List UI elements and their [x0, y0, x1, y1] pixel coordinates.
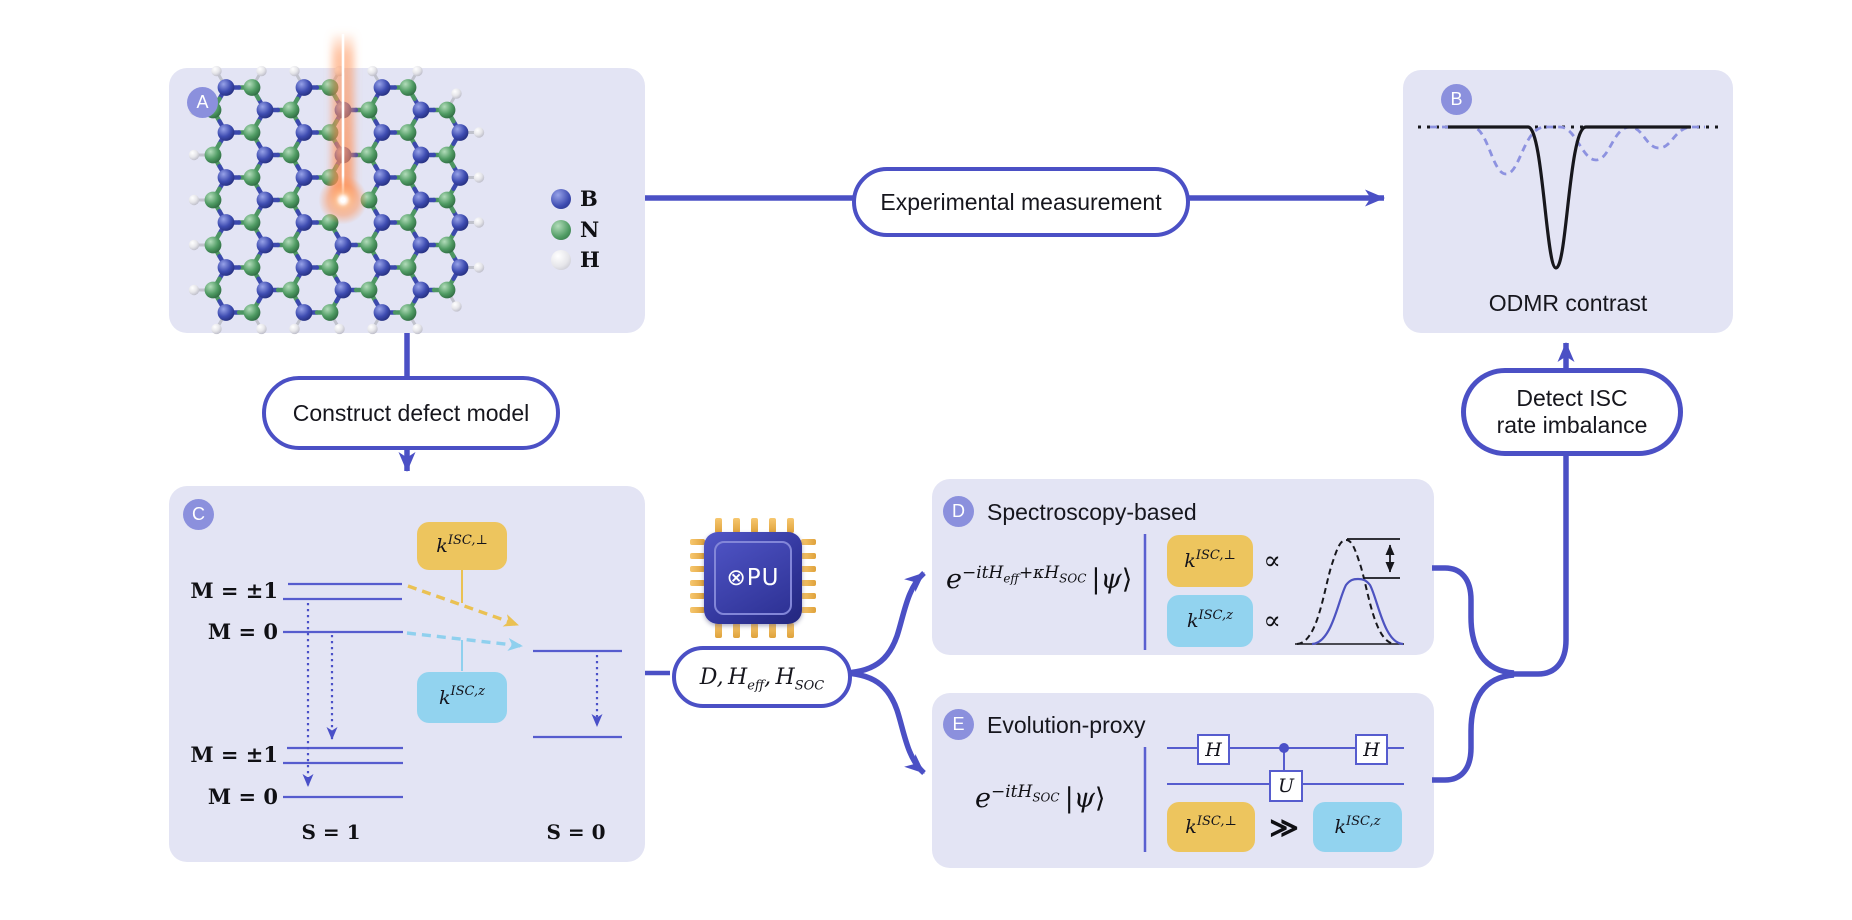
- qpu-label: ⊗PU: [726, 565, 780, 591]
- qpu-pin: [801, 552, 816, 559]
- level-label-ground-m-pm1: M = ±1: [190, 742, 278, 767]
- detect-line1: Detect ISC: [1516, 385, 1628, 411]
- legend-boron: B: [551, 186, 598, 211]
- qpu-chip-icon: ⊗PU: [690, 518, 816, 638]
- qpu-pin: [715, 518, 722, 533]
- badge-b: B: [1441, 84, 1472, 115]
- qpu-pin: [801, 566, 816, 572]
- detect-line2: rate imbalance: [1496, 412, 1648, 438]
- qpu-pin: [733, 623, 740, 638]
- qpu-pin: [801, 539, 816, 545]
- hadamard-gate-2: H: [1355, 734, 1388, 765]
- proportional-sign-2: ∝: [1263, 606, 1281, 636]
- legend-hydrogen: H: [551, 247, 600, 272]
- k-isc-perp-box-d: kISC,⊥: [1167, 535, 1253, 587]
- qpu-pin: [690, 552, 705, 559]
- k-isc-z-box-e: kISC,z: [1313, 802, 1402, 852]
- qpu-pin: [787, 623, 794, 638]
- qpu-pin: [690, 593, 705, 599]
- legend-label: B: [580, 186, 598, 211]
- panel-c: [169, 486, 645, 862]
- much-greater-sign: ≫: [1269, 810, 1299, 844]
- panel-d-formula: e−itHeff+κHSOC|ψ⟩: [946, 563, 1133, 595]
- boron-atom-icon: [551, 188, 571, 209]
- qpu-pin: [769, 518, 776, 533]
- qpu-pin: [801, 606, 816, 613]
- level-label-ground-m-0: M = 0: [207, 784, 278, 809]
- badge-c: C: [183, 499, 214, 530]
- qpu-pin: [769, 623, 776, 638]
- k-isc-perp-box-e: kISC,⊥: [1167, 802, 1255, 852]
- pill-hamiltonian: D, Heff, HSOC: [672, 646, 852, 708]
- qpu-pin: [690, 566, 705, 572]
- k-isc-perp-box-c: kISC,⊥: [417, 522, 507, 570]
- legend-label: H: [580, 247, 600, 272]
- nitrogen-atom-icon: [551, 219, 571, 240]
- qpu-pin: [801, 593, 816, 599]
- k-isc-z-box-c: kISC,z: [417, 672, 507, 723]
- pill-detect-isc: Detect ISC rate imbalance: [1461, 368, 1683, 456]
- badge-d: D: [943, 496, 974, 527]
- qpu-pin: [690, 579, 705, 586]
- odmr-caption: ODMR contrast: [1488, 290, 1648, 316]
- pill-experimental-measurement: Experimental measurement: [852, 167, 1190, 237]
- panel-e-title: Evolution-proxy: [987, 712, 1146, 738]
- controlled-u-gate: U: [1269, 770, 1303, 802]
- qpu-pin: [787, 518, 794, 533]
- panel-e-formula: e−itHSOC|ψ⟩: [975, 782, 1106, 814]
- legend-label: N: [580, 217, 600, 242]
- qpu-pin: [715, 623, 722, 638]
- level-label-excited-m-0: M = 0: [207, 619, 278, 644]
- hadamard-gate-1: H: [1197, 734, 1230, 765]
- spin-label-s0: S = 0: [546, 820, 606, 844]
- hydrogen-atom-icon: [551, 249, 571, 270]
- qpu-pin: [690, 539, 705, 545]
- proportional-sign-1: ∝: [1263, 546, 1281, 576]
- badge-a: A: [187, 87, 218, 118]
- badge-e: E: [943, 709, 974, 740]
- spin-label-s1: S = 1: [301, 820, 361, 844]
- qpu-pin: [733, 518, 740, 533]
- qpu-pin: [751, 623, 758, 638]
- qpu-pin: [690, 606, 705, 613]
- k-isc-z-box-d: kISC,z: [1167, 595, 1253, 647]
- pill-construct-defect-model: Construct defect model: [262, 376, 560, 450]
- level-label-excited-m-pm1: M = ±1: [190, 578, 278, 603]
- hbn-lattice: [188, 34, 485, 335]
- split-to-d-e: [845, 570, 926, 776]
- qpu-pin: [801, 579, 816, 586]
- qpu-pin: [751, 518, 758, 533]
- panel-d-title: Spectroscopy-based: [987, 499, 1197, 525]
- legend-nitrogen: N: [551, 217, 599, 242]
